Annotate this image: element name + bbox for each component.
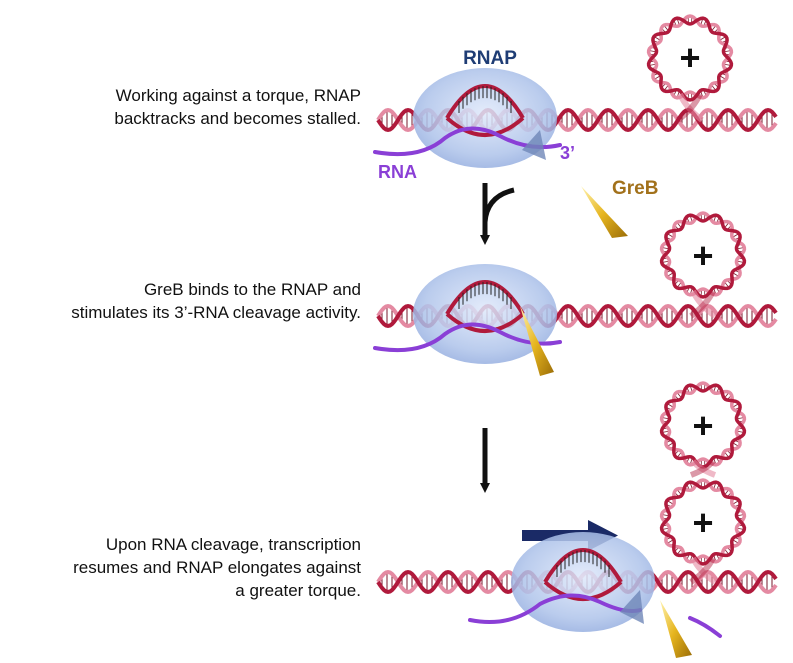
caption-step-3-line-2: resumes and RNAP elongates against: [73, 558, 361, 577]
panel-2: +: [373, 211, 778, 376]
rna-strand-3: [468, 593, 642, 624]
greb-label: GreB: [612, 178, 658, 199]
greb-cleft-3: [620, 590, 644, 624]
step-arrow-1: [480, 183, 515, 245]
three-prime-label: 3’: [560, 143, 575, 163]
plus-sign-3b: +: [692, 502, 713, 543]
greb-wedge-1: [581, 186, 628, 238]
greb-cleft-1: [522, 130, 546, 160]
caption-step-2-line-1: GreB binds to the RNAP and: [143, 280, 361, 299]
transcription-bubble-1: [445, 84, 525, 137]
rnap-label: RNAP: [463, 48, 517, 69]
caption-step-2-line-2: stimulates its 3’-RNA cleavage activity.: [71, 303, 361, 322]
rna-strand-2: [373, 322, 562, 353]
supercoil-loop-3b: [659, 478, 747, 585]
supercoil-loop-1: [646, 14, 734, 123]
panel-3: + +: [376, 381, 778, 658]
caption-step-1-line-1: Working against a torque, RNAP: [115, 86, 361, 105]
rnap-3: [511, 532, 655, 632]
transcription-bubble-3: [543, 548, 623, 601]
plus-sign-1: +: [679, 37, 700, 78]
supercoil-loop-2: [659, 211, 747, 319]
greb-wedge-2: [520, 306, 554, 376]
panel-1: + RNAP RNA 3’: [373, 14, 778, 182]
transcription-bubble-2: [445, 280, 525, 333]
cleaved-rna-fragment: [688, 616, 722, 638]
plus-sign-2: +: [692, 235, 713, 276]
greb-free: GreB: [581, 178, 658, 238]
greb-wedge-3: [660, 600, 692, 658]
plus-sign-3a: +: [692, 405, 713, 446]
caption-step-1-line-2: backtracks and becomes stalled.: [114, 109, 361, 128]
supercoil-loop-3a: [659, 381, 747, 478]
caption-step-3-line-1: Upon RNA cleavage, transcription: [105, 535, 361, 554]
caption-step-3: Upon RNA cleavage, transcription resumes…: [73, 533, 361, 602]
caption-step-3-line-3: a greater torque.: [235, 581, 361, 600]
caption-step-1: Working against a torque, RNAP backtrack…: [114, 84, 361, 130]
caption-step-2: GreB binds to the RNAP and stimulates it…: [71, 278, 361, 324]
rna-label: RNA: [378, 162, 417, 182]
